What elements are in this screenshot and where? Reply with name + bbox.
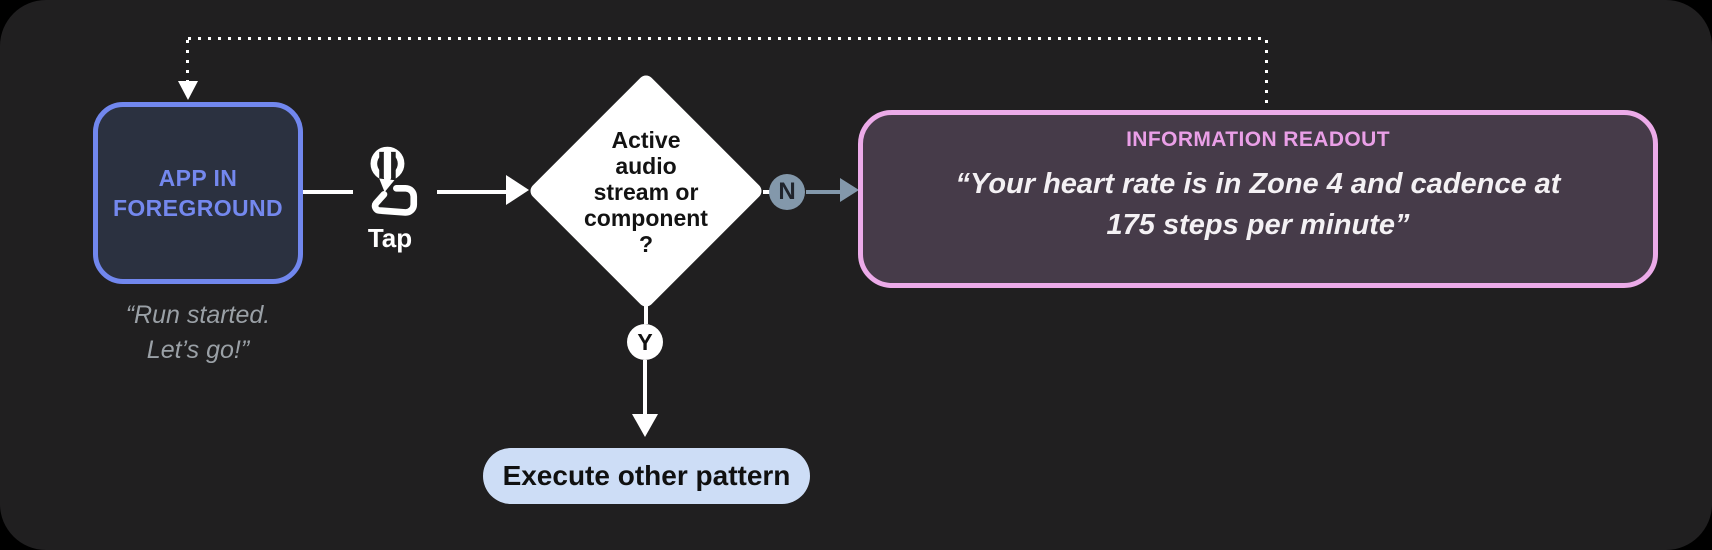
readout-arrowhead-icon [840, 178, 859, 202]
decision-line4: component [584, 205, 708, 231]
decision-line2: audio [615, 153, 677, 179]
branch-y-badge: Y [627, 324, 663, 360]
execute-label: Execute other pattern [502, 460, 791, 491]
app-node-label-line2: FOREGROUND [112, 195, 284, 221]
decision-line5: ? [638, 231, 654, 257]
app-node-caption: “Run started. Let’s go!” [63, 298, 333, 368]
connector-decision-to-n [763, 190, 772, 194]
app-caption-line1: “Run started. [125, 301, 271, 329]
execute-arrowhead-icon [632, 414, 658, 437]
connector-decision-to-y [644, 306, 648, 324]
connector-app-to-tap [303, 190, 353, 194]
connector-y-to-execute [643, 360, 647, 416]
tap-step-label: Tap [367, 223, 413, 253]
loop-connector-vertical-left [186, 40, 189, 82]
decision-label: Active audio stream or component ? [546, 122, 746, 262]
loop-connector-horizontal [188, 37, 1268, 40]
readout-quote-line1: “Your heart rate is in Zone 4 and cadenc… [955, 168, 1561, 200]
decision-arrowhead-icon [506, 175, 529, 205]
tap-gesture-icon [370, 146, 418, 216]
decision-line3: stream or [593, 179, 699, 205]
loop-connector-vertical-right [1265, 40, 1268, 104]
connector-tap-to-decision [437, 190, 507, 194]
app-node-label-line1: APP IN [158, 165, 238, 191]
branch-n-badge: N [769, 174, 805, 210]
decision-line1: Active [611, 127, 681, 153]
app-caption-line2: Let’s go!” [146, 336, 250, 364]
loop-arrowhead-icon [178, 81, 198, 100]
node-app-in-foreground: APP IN FOREGROUND [93, 102, 303, 284]
branch-y-label: Y [637, 328, 653, 355]
readout-quote-line2: 175 steps per minute” [1106, 209, 1410, 241]
execute-other-pattern-node: Execute other pattern [483, 448, 810, 504]
readout-quote: “Your heart rate is in Zone 4 and cadenc… [863, 164, 1653, 246]
branch-n-label: N [778, 178, 796, 205]
connector-n-to-readout [806, 190, 842, 194]
node-information-readout: INFORMATION READOUT “Your heart rate is … [858, 110, 1658, 288]
readout-title: INFORMATION READOUT [1126, 128, 1390, 151]
